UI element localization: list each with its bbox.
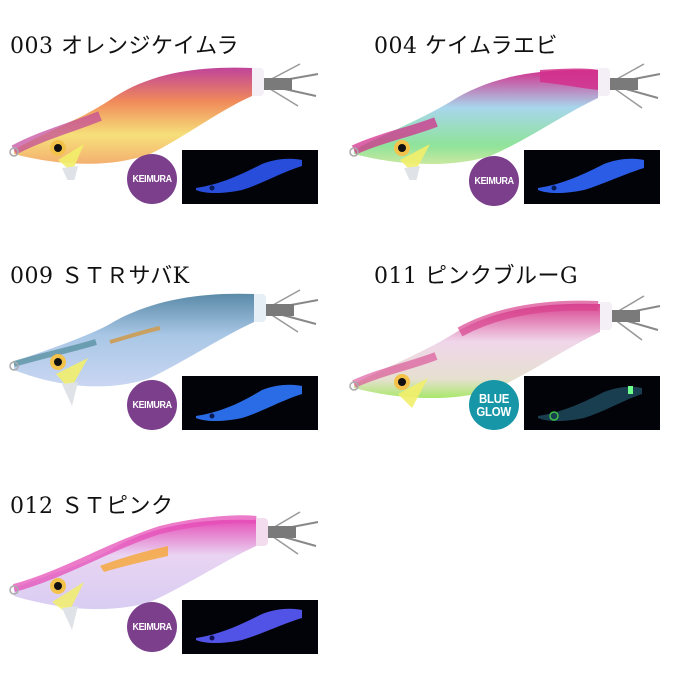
uv-glow-preview [524,150,660,204]
product-card-003[interactable]: 003 オレンジケイムラ KEIMURA [0,20,330,240]
product-title: 011 ピンクブルーG [374,264,579,289]
product-card-004[interactable]: 004 ケイムラエビ KEIMURA [340,20,670,240]
blue-glow-badge: BLUE GLOW [469,380,519,430]
hook-icon [263,289,319,333]
product-title: 009 ＳＴＲサバK [10,264,190,289]
squid-jig-lure-image [349,295,661,408]
product-card-009[interactable]: 009 ＳＴＲサバK KEIMURA [0,250,330,470]
product-card-011[interactable]: 011 ピンクブルーG BLUE GLOW [340,250,670,470]
keimura-badge: KEIMURA [127,380,177,430]
product-title: 004 ケイムラエビ [374,34,559,59]
uv-glow-preview [182,600,318,654]
product-card-012[interactable]: 012 ＳＴピンク KEIMURA [0,480,330,680]
keimura-badge: KEIMURA [127,154,177,204]
product-title: 012 ＳＴピンク [10,494,174,519]
squid-jig-lure-image [349,63,661,180]
hook-icon [607,63,661,109]
uv-glow-preview [182,376,318,430]
product-title: 003 オレンジケイムラ [10,34,240,59]
uv-glow-preview [182,150,318,204]
squid-jig-lure-image [9,63,319,180]
squid-jig-lure-image [9,511,319,630]
keimura-badge: KEIMURA [127,602,177,652]
hook-icon [261,63,319,107]
hook-icon [265,511,319,555]
hook-icon [609,295,661,341]
blue-glow-preview [524,376,660,430]
keimura-badge: KEIMURA [469,156,519,206]
squid-jig-lure-image [9,289,319,406]
